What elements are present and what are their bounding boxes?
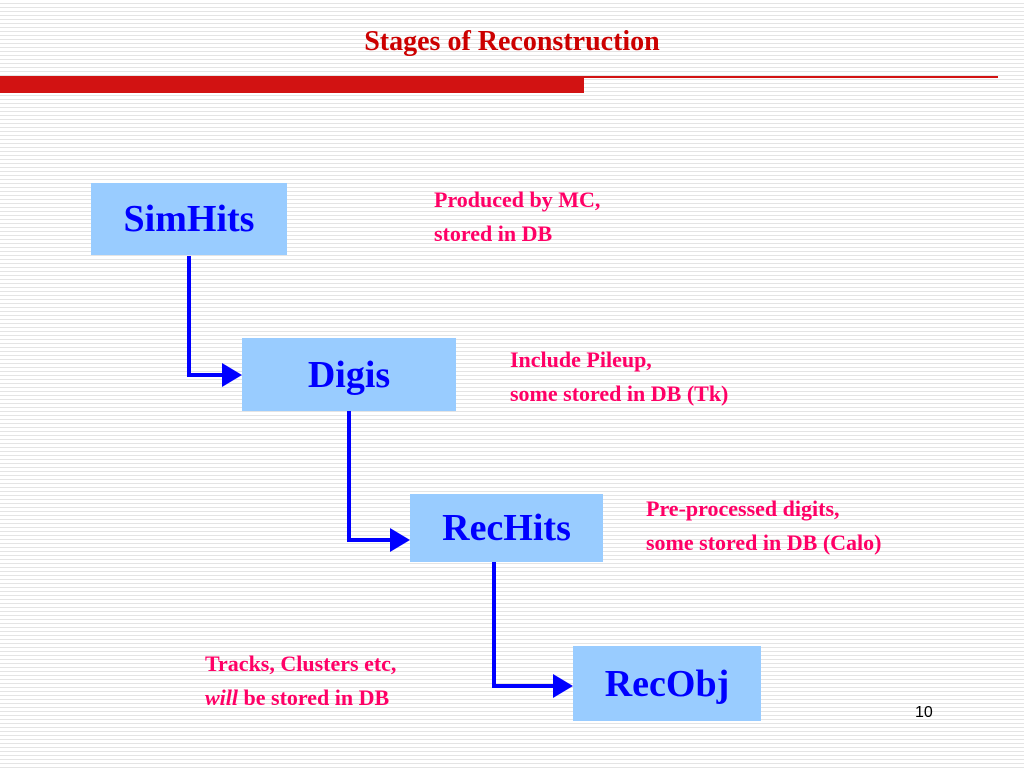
note-simhits: Produced by MC, stored in DB xyxy=(434,183,600,251)
note-rechits-line1: Pre-processed digits, xyxy=(646,496,840,521)
note-rechits-line2: some stored in DB (Calo) xyxy=(646,530,882,555)
connector-digis-rechits xyxy=(347,410,394,542)
connector-rechits-recobj xyxy=(492,562,557,688)
title-underline-thick xyxy=(0,76,584,93)
note-simhits-line1: Produced by MC, xyxy=(434,187,601,212)
note-digis-line2: some stored in DB (Tk) xyxy=(510,381,729,406)
note-digis: Include Pileup, some stored in DB (Tk) xyxy=(510,343,728,411)
note-simhits-line2: stored in DB xyxy=(434,221,553,246)
stage-box-recobj: RecObj xyxy=(573,646,761,721)
connector-simhits-digis xyxy=(187,256,226,377)
stage-box-rechits: RecHits xyxy=(410,494,603,562)
arrowhead-digis xyxy=(222,363,242,387)
slide-title: Stages of Reconstruction xyxy=(364,26,660,57)
note-recobj-line2: will be stored in DB xyxy=(205,681,396,715)
arrowhead-recobj xyxy=(553,674,573,698)
note-recobj: Tracks, Clusters etc, will be stored in … xyxy=(205,647,396,715)
note-digis-line1: Include Pileup, xyxy=(510,347,652,372)
note-rechits: Pre-processed digits, some stored in DB … xyxy=(646,492,881,560)
stage-box-simhits: SimHits xyxy=(91,183,287,255)
page-number: 10 xyxy=(915,704,933,721)
arrowhead-rechits xyxy=(390,528,410,552)
title-underline-thin xyxy=(584,76,998,78)
stage-box-digis: Digis xyxy=(242,338,456,411)
note-recobj-line2-rest: be stored in DB xyxy=(238,685,390,710)
note-recobj-line1: Tracks, Clusters etc, xyxy=(205,651,397,676)
note-recobj-emphasis: will xyxy=(205,685,239,710)
